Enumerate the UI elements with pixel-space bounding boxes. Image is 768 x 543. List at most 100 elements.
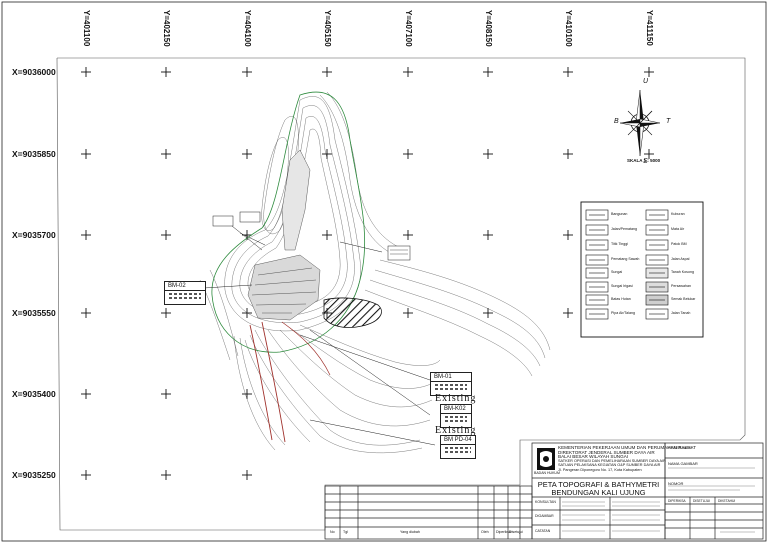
grid-cross: [161, 470, 171, 480]
legend-item-label: Pipa Air/Talang: [611, 311, 635, 315]
grid-cross: [161, 308, 171, 318]
bm02-callout: BM-02: [164, 281, 206, 305]
ministry-line: DIREKTORAT JENDERAL SUMBER DAYA AIR: [558, 449, 655, 455]
grid-cross: [81, 470, 91, 480]
compass-south-label: S: [643, 158, 648, 165]
legend-item-label: Jalan/Pematang: [611, 227, 637, 231]
grid-cross: [242, 470, 252, 480]
ministry-line: BALAI BESAR WILAYAH SUNGAI: [558, 454, 629, 460]
grid-y-label: X=9035550: [12, 308, 56, 318]
legend-item-label: Kuburan: [671, 212, 685, 216]
disetujui-label: DISETUJUI: [693, 499, 711, 503]
grid-cross: [161, 230, 171, 240]
grid-cross: [81, 389, 91, 399]
grid-y-label: X=9035850: [12, 149, 56, 159]
compass-west-label: B: [614, 118, 619, 125]
revision-column-header: Yang diubah: [400, 530, 420, 534]
ministry-line: KEMENTERIAN PEKERJAAN UMUM DAN PERUMAHAN…: [558, 445, 696, 450]
grid-x-label: Y=402150: [162, 10, 171, 47]
grid-cross: [483, 230, 493, 240]
konsultan-label: KONSULTAN: [535, 500, 556, 504]
diperiksa-label: DIPERIKSA: [668, 499, 686, 503]
org-caption: BADAN HUKUM: [534, 471, 560, 475]
grid-y-label: X=9035400: [12, 389, 56, 399]
legend-item-label: Mata Air: [671, 227, 685, 231]
legend-item-label: Semak Belukar: [671, 297, 696, 301]
grid-cross: [81, 308, 91, 318]
grid-cross: [81, 230, 91, 240]
grid-cross: [403, 149, 413, 159]
bmk02-callout: BM-K02: [440, 404, 472, 428]
catatan-label: CATATAN: [535, 529, 551, 533]
grid-x-label: Y=407100: [404, 10, 413, 47]
bm01-callout: BM-01: [430, 372, 472, 396]
grid-cross: [403, 230, 413, 240]
revision-column-header: No: [330, 530, 335, 534]
grid-cross: [644, 149, 654, 159]
grid-cross: [242, 308, 252, 318]
legend-item-label: Sungai: [611, 270, 623, 274]
grid-cross: [161, 149, 171, 159]
compass-north-label: U: [643, 78, 649, 85]
pekerjaan-header: PEKERJAAN: [668, 445, 692, 450]
grid-cross: [242, 149, 252, 159]
grid-cross: [81, 149, 91, 159]
grid-cross: [563, 230, 573, 240]
catchment-boundary: [211, 91, 366, 353]
ministry-logo: [537, 448, 555, 470]
compass-east-label: T: [666, 118, 671, 125]
revision-column-header: Oleh: [481, 530, 489, 534]
bmpd04-label: BM PD-04: [441, 436, 475, 445]
grid-y-label: X=9035700: [12, 230, 56, 240]
grid-cross: [644, 67, 654, 77]
map-frame: [56, 57, 746, 531]
ministry-line: SATUAN PELAKSANA KEGIATAN O&P SUMBER DAY…: [558, 463, 661, 468]
grid-cross: [161, 67, 171, 77]
legend-item-label: Patok BM: [671, 242, 687, 246]
title-block-fine-print: [562, 467, 755, 533]
grid-cross: [322, 67, 332, 77]
bmk02-label: BM-K02: [441, 405, 471, 414]
bmk02-status: Existing: [435, 425, 477, 436]
grid-cross: [563, 308, 573, 318]
title-block-lines: [324, 442, 764, 540]
grid-cross: [483, 67, 493, 77]
grid-y-label: X=9036000: [12, 67, 56, 77]
grid-x-label: Y=408150: [484, 10, 493, 47]
legend-item-label: Jalan Tanah: [671, 311, 691, 315]
diketahui-label: DIKETAHUI: [718, 499, 736, 503]
ministry-line: SATKER OPERASI DAN PEMELIHARAAN SUMBER D…: [558, 458, 666, 463]
legend-item-label: Jalan Aspal: [671, 257, 690, 261]
grid-crosses: [81, 67, 654, 480]
revision-column-header: Disetujui: [509, 530, 523, 534]
ministry-line: Jl. Pangeran Diponegoro No. 17, Kota Kab…: [558, 468, 642, 472]
grid-x-label: Y=405150: [323, 10, 332, 47]
grid-cross: [81, 67, 91, 77]
legend-item-label: Pematang Sawah: [611, 257, 640, 261]
grid-cross: [403, 67, 413, 77]
legend-item-label: Sungai Irigasi: [611, 284, 633, 288]
road-line: [249, 321, 286, 443]
grid-cross: [563, 149, 573, 159]
digambar-label: DIGAMBAR: [535, 514, 554, 518]
bm01-status: Existing: [435, 393, 477, 404]
grid-y-label: X=9035250: [12, 470, 56, 480]
grid-cross: [161, 389, 171, 399]
legend-item-label: Persawahan: [671, 284, 691, 288]
grid-cross: [322, 230, 332, 240]
dam-hatching: [247, 149, 321, 321]
legend-symbols: [585, 209, 669, 320]
site-labels: [212, 211, 411, 261]
nama-gambar-header: NAMA GAMBAR: [668, 461, 698, 466]
map-title-line-1: PETA TOPOGRAFI & BATHYMETRI: [537, 480, 660, 489]
bm02-label: BM-02: [165, 282, 205, 291]
north-arrow: [619, 89, 661, 157]
grid-cross: [242, 67, 252, 77]
grid-cross: [483, 308, 493, 318]
nomor-header: NOMOR: [668, 481, 684, 486]
grid-cross: [563, 67, 573, 77]
map-title-line-2: BENDUNGAN KALI UJUNG: [551, 488, 646, 497]
